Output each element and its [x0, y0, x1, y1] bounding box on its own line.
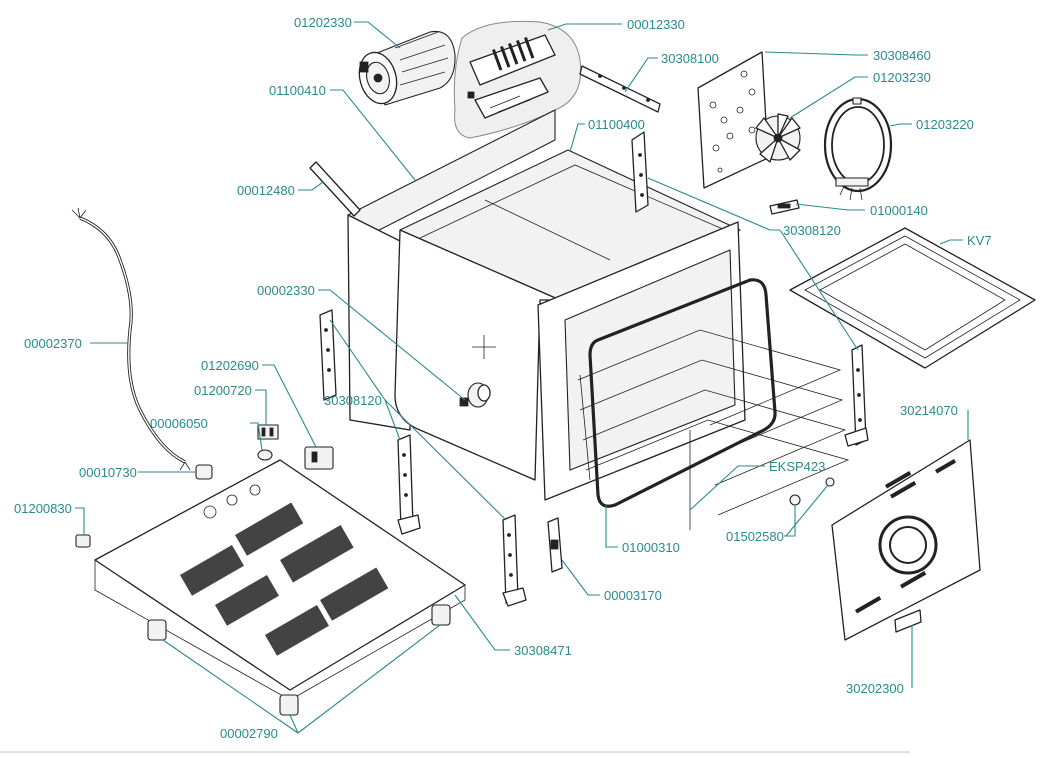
right-rail-bracket-part: [631, 131, 869, 447]
label-00002790: 00002790: [220, 726, 278, 741]
cooling-fan-assembly-part: [453, 20, 582, 139]
circular-heating-element-part: [823, 97, 893, 201]
label-30308120-left: 30308120: [324, 393, 382, 408]
small-plate-part: [894, 609, 922, 633]
fan-rear-plate-part: [697, 51, 769, 189]
left-rail-bracket-part: [319, 309, 527, 607]
fan-motor-part: [358, 30, 456, 106]
label-00003170: 00003170: [604, 588, 662, 603]
label-00002370: 00002370: [24, 336, 82, 351]
cable-gland-part: [195, 464, 213, 480]
label-01502580: 01502580: [726, 529, 784, 544]
leader-lines: [75, 21, 969, 734]
label-30308120-right: 30308120: [783, 223, 841, 238]
top-bracket-part: [579, 65, 661, 113]
part-labels: 01202330 00012330 30308100 30308460 0120…: [14, 15, 992, 741]
oven-lamp-part: [459, 382, 491, 408]
label-30202300: 30202300: [846, 681, 904, 696]
label-00010730: 00010730: [79, 465, 137, 480]
cavity-front-frame-part: [537, 221, 746, 501]
label-01202690: 01202690: [201, 358, 259, 373]
terminal-block-part: [257, 424, 279, 440]
thermostat-part: [789, 477, 835, 506]
label-01200720: 01200720: [194, 383, 252, 398]
label-30214070: 30214070: [900, 403, 958, 418]
fan-wheel-part: [755, 113, 801, 163]
label-01200830: 01200830: [14, 501, 72, 516]
outer-side-panel-part: [347, 109, 556, 431]
label-01000140: 01000140: [870, 203, 928, 218]
label-30308460: 30308460: [873, 48, 931, 63]
label-00012330: 00012330: [627, 17, 685, 32]
label-EKSP423: EKSP423: [769, 459, 825, 474]
label-01203220: 01203220: [916, 117, 974, 132]
label-01100410: 01100410: [269, 83, 326, 98]
label-KV7: KV7: [967, 233, 992, 248]
label-01000310: 01000310: [622, 540, 680, 555]
door-gasket-part: [588, 278, 777, 508]
label-30308100: 30308100: [661, 51, 719, 66]
label-00002330: 00002330: [257, 283, 315, 298]
power-cable-part: [71, 207, 191, 471]
back-cover-part: [831, 439, 981, 641]
label-01202330: 01202330: [294, 15, 352, 30]
cable-clamp-part: [75, 534, 91, 548]
tray-part: [789, 227, 1036, 369]
label-01100400: 01100400: [588, 117, 645, 132]
grommet-part: [257, 449, 273, 461]
label-00012480: 00012480: [237, 183, 295, 198]
small-clip-part: [769, 199, 800, 215]
hinge-part: [547, 517, 563, 573]
label-01203230: 01203230: [873, 70, 931, 85]
label-00006050: 00006050: [150, 416, 208, 431]
relay-part: [304, 446, 334, 470]
feet-part: [147, 604, 451, 716]
pipe-part: [309, 161, 361, 217]
base-plate-part: [94, 459, 466, 701]
label-30308471: 30308471: [514, 643, 572, 658]
